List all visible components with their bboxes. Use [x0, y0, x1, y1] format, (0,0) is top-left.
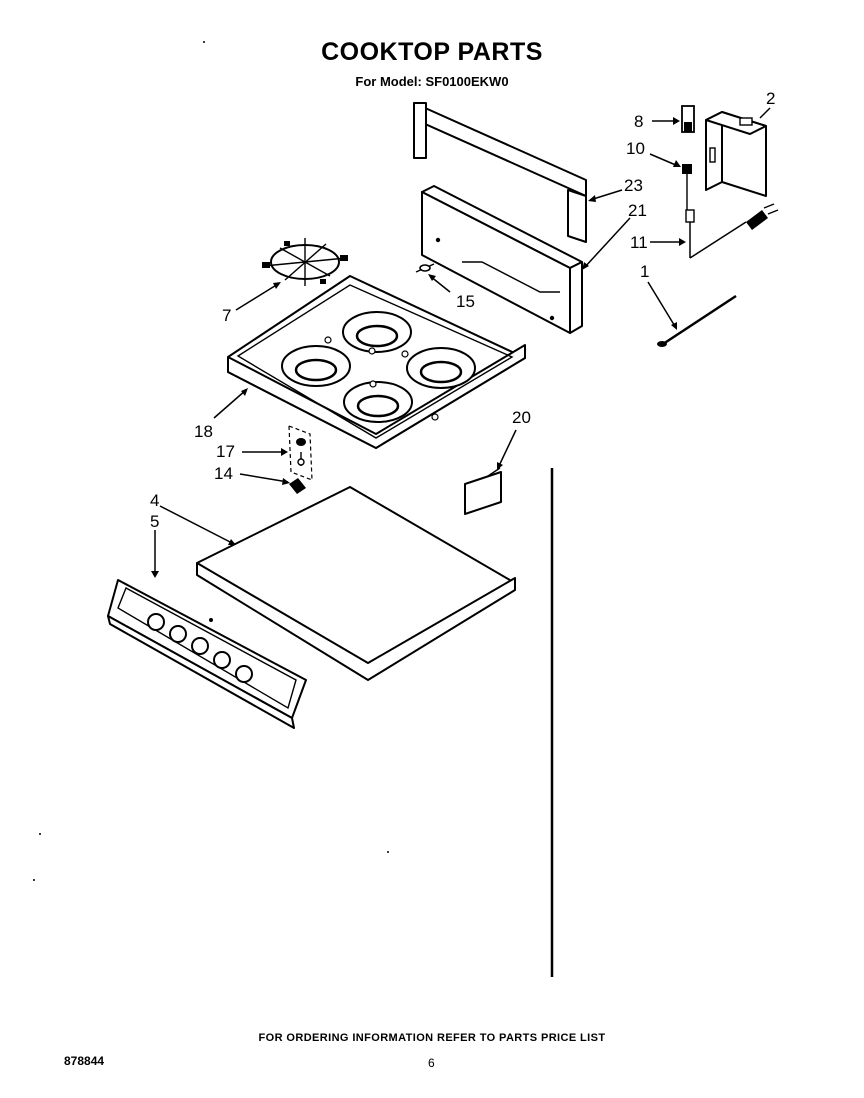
callout-14: 14 — [214, 464, 233, 483]
part-10-connector — [682, 164, 692, 212]
scan-speck — [39, 833, 41, 835]
leader-lines — [151, 107, 771, 578]
callout-2: 2 — [766, 89, 775, 108]
document-number: 878844 — [64, 1054, 105, 1068]
ordering-note: FOR ORDERING INFORMATION REFER TO PARTS … — [258, 1032, 606, 1044]
callout-11: 11 — [630, 233, 648, 252]
callout-18: 18 — [194, 422, 213, 441]
part-14-clip — [289, 478, 306, 494]
model-subtitle: For Model: SF0100EKW0 — [355, 74, 509, 89]
callout-15: 15 — [456, 292, 475, 311]
page-title: COOKTOP PARTS — [321, 38, 543, 66]
part-8-fuse — [681, 105, 695, 133]
part-23-trim — [413, 102, 587, 243]
part-17-bracket — [288, 425, 313, 481]
callout-20: 20 — [512, 408, 531, 427]
part-4-panel — [196, 486, 516, 681]
callout-23: 23 — [624, 176, 643, 195]
callout-10: 10 — [626, 139, 645, 158]
callout-8: 8 — [634, 112, 643, 131]
scan-speck — [33, 879, 35, 881]
part-5-control-panel — [107, 579, 307, 729]
part-18-cooktop — [227, 275, 526, 449]
scan-speck — [203, 41, 205, 43]
part-15-screw — [415, 263, 435, 273]
part-1-rod — [657, 294, 737, 348]
part-11-harness — [685, 203, 779, 259]
callout-17: 17 — [216, 442, 235, 461]
part-7-grate — [262, 238, 348, 286]
callout-21: 21 — [628, 201, 647, 220]
scan-speck — [387, 851, 389, 853]
page-number: 6 — [428, 1056, 435, 1070]
callout-4: 4 — [150, 491, 159, 510]
part-2-box — [705, 111, 767, 197]
part-20-bracket — [464, 467, 502, 515]
part-21-backguard — [421, 185, 583, 334]
callout-1: 1 — [640, 262, 649, 281]
callout-7: 7 — [222, 306, 231, 325]
callout-5: 5 — [150, 512, 159, 531]
